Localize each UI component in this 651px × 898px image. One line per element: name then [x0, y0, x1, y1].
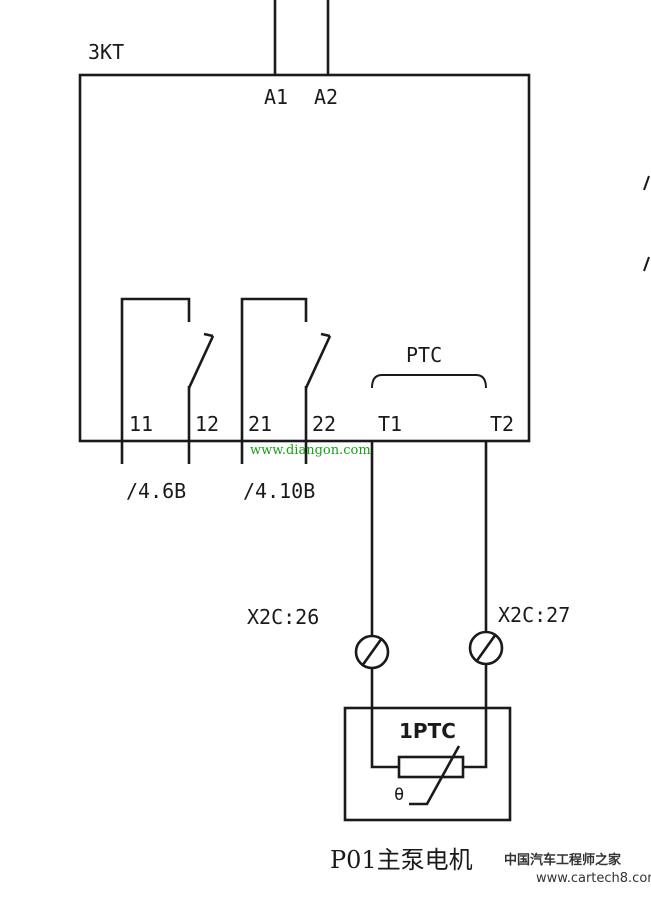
contact-21-22-blade-tip: [320, 332, 331, 338]
contact-11-12-blade-tip: [203, 332, 214, 338]
sensor-1ptc-label: 1PTC: [399, 719, 456, 743]
relay-3kt-box: [78, 73, 531, 443]
watermark-brand: 中国汽车工程师之家: [504, 852, 622, 868]
contact-11-12-ref: /4.6B: [126, 479, 186, 503]
coil-a2-label: A2: [314, 85, 338, 109]
ptc-t2-label: T2: [490, 412, 514, 436]
contact-11-12: [120, 297, 215, 464]
terminal-x2c-27: [468, 630, 504, 710]
watermark-brand-badge: [500, 846, 648, 886]
contact-21-22-frame: [240, 297, 308, 464]
coil-a1-label: A1: [264, 85, 288, 109]
terminal-x2c-26: [354, 634, 390, 710]
contact-11-label: 11: [129, 412, 153, 436]
motor-ptc-box: [343, 706, 512, 822]
ptc-brace: [371, 374, 487, 389]
watermark-site: www.diangon.com: [250, 443, 371, 458]
contact-12-label: 12: [195, 412, 219, 436]
relay-3kt-label: 3KT: [88, 40, 124, 64]
ptc-input-label: PTC: [406, 343, 442, 367]
contact-21-22-ref: /4.10B: [243, 479, 315, 503]
theta-label: θ: [394, 785, 404, 805]
ptc-t1-label: T1: [378, 412, 402, 436]
contact-11-12-blade: [187, 335, 215, 389]
edge-mark-1: [643, 175, 650, 191]
contact-21-label: 21: [248, 412, 272, 436]
edge-mark-2: [643, 256, 650, 272]
ptc-thermistor-icon: [370, 710, 488, 806]
watermark-url: www.cartech8.com: [536, 871, 651, 886]
terminal-x2c-27-label: X2C:27: [498, 603, 570, 627]
terminal-x2c-26-label: X2C:26: [247, 605, 319, 629]
contact-11-12-frame: [120, 297, 191, 464]
motor-caption: P01主泵电机: [330, 846, 473, 874]
contact-22-label: 22: [312, 412, 336, 436]
contact-21-22: [240, 297, 332, 464]
contact-21-22-blade: [304, 335, 332, 389]
